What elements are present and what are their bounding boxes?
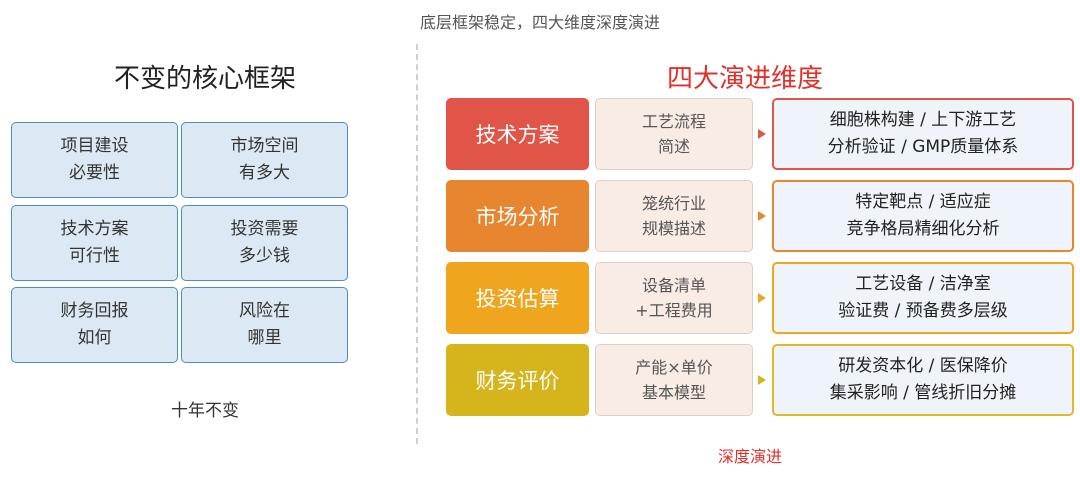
dimension-deep-box: 特定靶点 / 适应症 竞争格局精细化分析 [772, 180, 1074, 252]
dimension-deep-box: 工艺设备 / 洁净室 验证费 / 预备费多层级 [772, 262, 1074, 334]
dimension-name: 技术方案 [475, 123, 560, 147]
dimension-basic-box: 工艺流程 简述 [595, 98, 753, 170]
dimension-basic-text: 产能×单价 基本模型 [635, 358, 713, 402]
left-footer: 十年不变 [171, 401, 239, 421]
dimension-deep-box: 研发资本化 / 医保降价 集采影响 / 管线折旧分摊 [772, 344, 1074, 416]
dimension-deep-text: 特定靶点 / 适应症 竞争格局精细化分析 [846, 192, 1000, 239]
right-title: 四大演进维度 [666, 64, 823, 94]
dimension-name: 市场分析 [475, 205, 560, 229]
framework-cell-text: 财务回报 如何 [60, 301, 129, 348]
dimension-basic-box: 设备清单 +工程费用 [595, 262, 753, 334]
framework-cell-text: 项目建设 必要性 [60, 136, 129, 183]
dimension-basic-text: 工艺流程 简述 [641, 112, 706, 156]
dimension-name-box: 投资估算 [446, 262, 589, 334]
dimension-deep-text: 工艺设备 / 洁净室 验证费 / 预备费多层级 [838, 274, 1008, 321]
framework-cell-text: 风险在 哪里 [239, 301, 290, 348]
dimension-deep-text: 细胞株构建 / 上下游工艺 分析验证 / GMP质量体系 [827, 110, 1019, 157]
dimension-name: 投资估算 [475, 287, 560, 311]
framework-cell: 风险在 哪里 [181, 287, 348, 363]
framework-grid: 项目建设 必要性 市场空间 有多大 技术方案 可行性 投资需要 多少钱 财务回报… [11, 122, 348, 363]
arrow-right-icon [758, 211, 766, 221]
dimension-basic-box: 产能×单价 基本模型 [595, 344, 753, 416]
dimension-row-market: 市场分析 笼统行业 规模描述 特定靶点 / 适应症 竞争格局精细化分析 [446, 180, 1074, 252]
framework-cell-text: 投资需要 多少钱 [230, 219, 299, 266]
left-title: 不变的核心框架 [113, 64, 296, 94]
arrow-right-icon [758, 293, 766, 303]
framework-cell: 市场空间 有多大 [181, 122, 348, 198]
dimension-name: 财务评价 [475, 369, 560, 393]
dimension-basic-text: 笼统行业 规模描述 [641, 194, 706, 238]
dimension-deep-text: 研发资本化 / 医保降价 集采影响 / 管线折旧分摊 [829, 356, 1017, 403]
dimension-row-technical: 技术方案 工艺流程 简述 细胞株构建 / 上下游工艺 分析验证 / GMP质量体… [446, 98, 1074, 170]
arrow-right-icon [758, 375, 766, 385]
center-divider [416, 44, 418, 444]
framework-cell: 项目建设 必要性 [11, 122, 178, 198]
dimension-basic-text: 设备清单 +工程费用 [635, 276, 713, 320]
dimension-name-box: 市场分析 [446, 180, 589, 252]
top-caption: 底层框架稳定，四大维度深度演进 [419, 13, 660, 32]
dimension-name-box: 财务评价 [446, 344, 589, 416]
dimension-deep-box: 细胞株构建 / 上下游工艺 分析验证 / GMP质量体系 [772, 98, 1074, 170]
dimension-basic-box: 笼统行业 规模描述 [595, 180, 753, 252]
dimension-row-financial: 财务评价 产能×单价 基本模型 研发资本化 / 医保降价 集采影响 / 管线折旧… [446, 344, 1074, 416]
framework-cell: 财务回报 如何 [11, 287, 178, 363]
dimension-row-investment: 投资估算 设备清单 +工程费用 工艺设备 / 洁净室 验证费 / 预备费多层级 [446, 262, 1074, 334]
arrow-right-icon [758, 129, 766, 139]
framework-cell: 技术方案 可行性 [11, 205, 178, 281]
framework-cell-text: 市场空间 有多大 [230, 136, 299, 183]
framework-cell: 投资需要 多少钱 [181, 205, 348, 281]
framework-cell-text: 技术方案 可行性 [60, 219, 129, 266]
dimension-name-box: 技术方案 [446, 98, 589, 170]
right-footer: 深度演进 [717, 447, 782, 466]
